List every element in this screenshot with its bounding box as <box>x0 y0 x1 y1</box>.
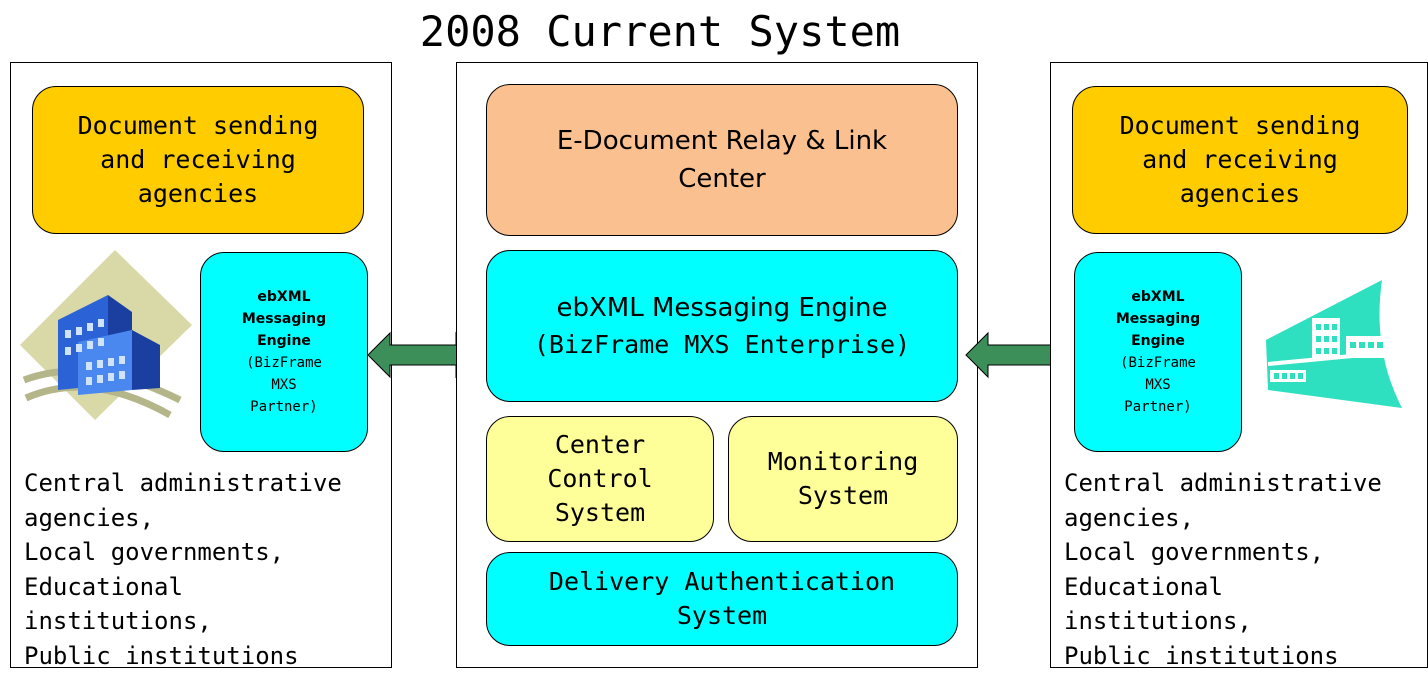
monitoring-system-label: Monitoring System <box>767 447 919 510</box>
left-agency-list: Central administrative agencies, Local g… <box>24 469 342 670</box>
office-building-icon <box>20 250 192 420</box>
left-agencies-box: Document sending and receiving agencies <box>32 86 364 234</box>
left-engine-line1: ebXML <box>257 289 311 305</box>
center-control-system-box: Center Control System <box>486 416 714 542</box>
monitoring-system-box: Monitoring System <box>728 416 958 542</box>
delivery-auth-box: Delivery Authentication System <box>486 552 958 646</box>
right-engine-line3: Engine <box>1131 333 1185 349</box>
left-messaging-engine: ebXML Messaging Engine (BizFrame MXS Par… <box>200 252 368 452</box>
center-engine-subtitle: (BizFrame MXS Enterprise) <box>533 330 911 359</box>
right-engine-line4: (BizFrame <box>1120 355 1196 371</box>
left-agencies-box-label: Document sending and receiving agencies <box>77 111 319 208</box>
right-engine-line2: Messaging <box>1115 311 1201 327</box>
delivery-auth-label: Delivery Authentication System <box>548 567 896 630</box>
right-messaging-engine: ebXML Messaging Engine (BizFrame MXS Par… <box>1074 252 1242 452</box>
relay-center-label: E-Document Relay & Link Center <box>556 126 888 194</box>
relay-center-box: E-Document Relay & Link Center <box>486 84 958 236</box>
center-control-system-label: Center Control System <box>547 430 653 527</box>
right-agency-list: Central administrative agencies, Local g… <box>1064 469 1382 670</box>
left-engine-line5: MXS <box>271 377 297 393</box>
right-engine-line6: Partner) <box>1124 399 1192 415</box>
center-messaging-engine: ebXML Messaging Engine (BizFrame MXS Ent… <box>486 250 958 402</box>
left-engine-line6: Partner) <box>250 399 318 415</box>
left-engine-line2: Messaging <box>241 311 327 327</box>
right-engine-line1: ebXML <box>1131 289 1185 305</box>
hospital-building-icon <box>1266 280 1402 408</box>
right-agencies-box: Document sending and receiving agencies <box>1072 86 1408 234</box>
center-engine-title: ebXML Messaging Engine <box>556 293 888 323</box>
left-engine-line4: (BizFrame <box>246 355 322 371</box>
diagram-title: 2008 Current System <box>419 7 901 56</box>
right-engine-line5: MXS <box>1145 377 1171 393</box>
left-engine-line3: Engine <box>257 333 311 349</box>
right-agencies-box-label: Document sending and receiving agencies <box>1119 111 1361 208</box>
